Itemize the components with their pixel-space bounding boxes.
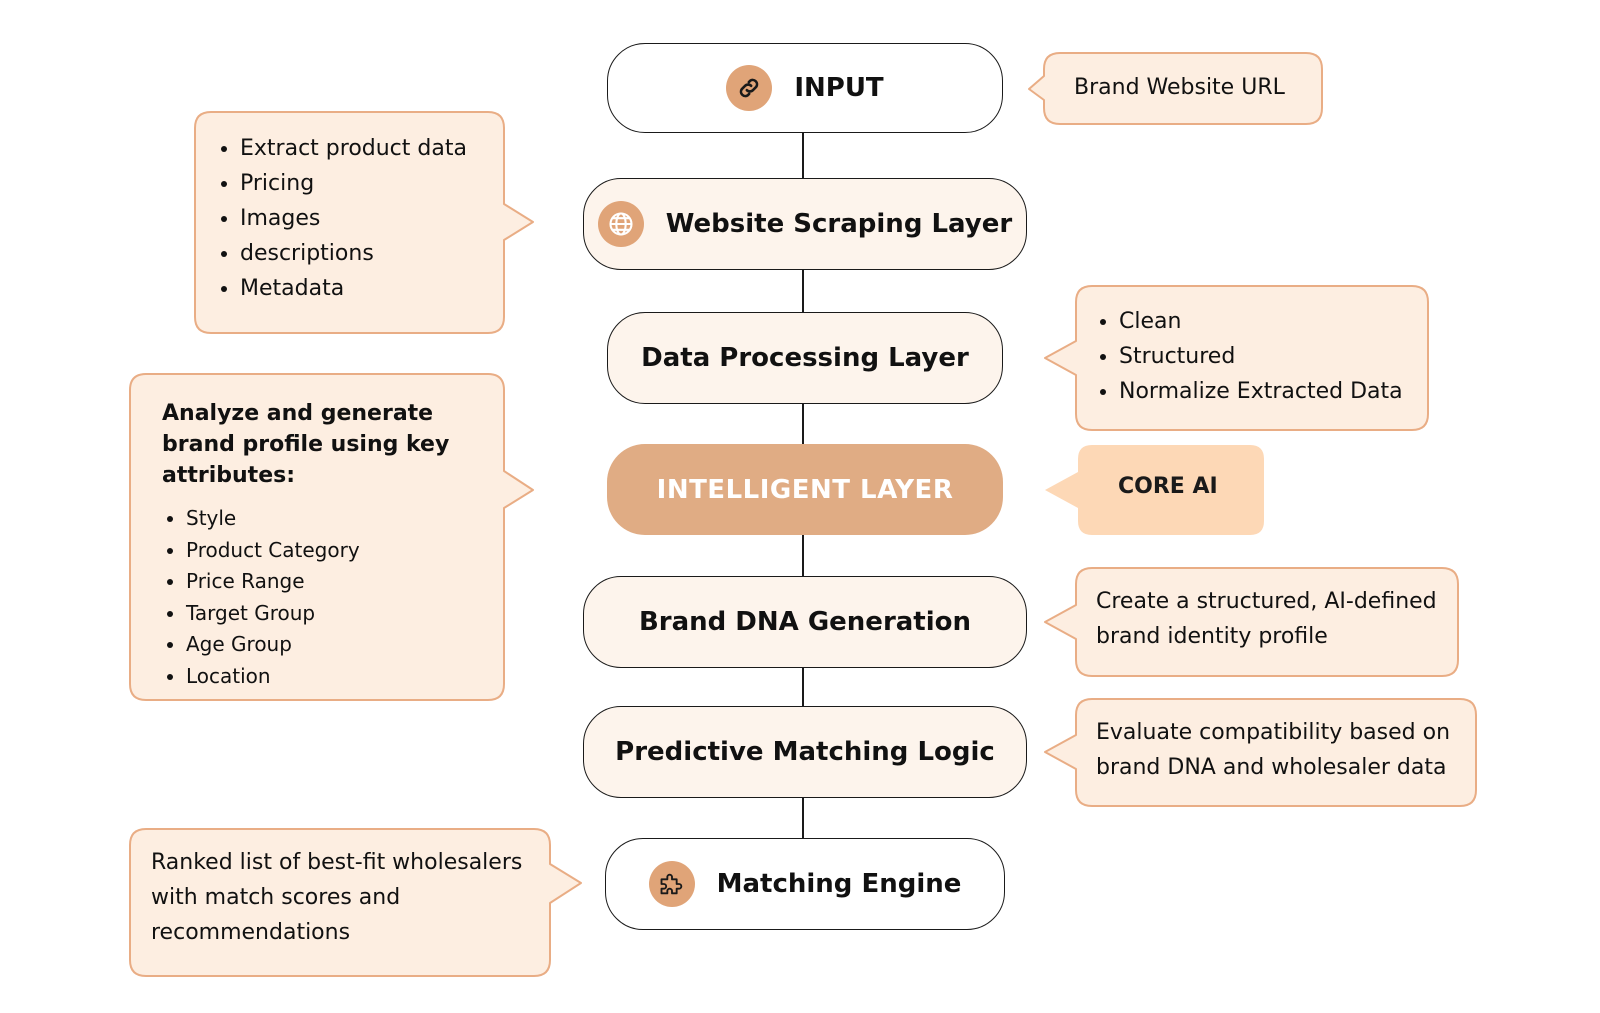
globe-icon (597, 201, 644, 247)
puzzle-icon (648, 861, 695, 907)
list-item: descriptions (240, 236, 496, 271)
callout-dna: Create a structured, AI-defined brand id… (1096, 584, 1451, 654)
node-matching-engine: Matching Engine (605, 838, 1005, 930)
list-item: Price Range (186, 566, 497, 598)
list-item: Pricing (240, 166, 496, 201)
node-data-processing: Data Processing Layer (607, 312, 1003, 404)
node-predictive-matching: Predictive Matching Logic (583, 706, 1027, 798)
callout-processing-shape (1044, 285, 1429, 431)
callout-predictive: Evaluate compatibility based on brand DN… (1096, 715, 1471, 785)
callout-predictive-text: Evaluate compatibility based on brand DN… (1096, 720, 1451, 780)
node-website-scraping-label: Website Scraping Layer (665, 209, 1013, 239)
callout-input-text: Brand Website URL (1074, 75, 1285, 100)
list-item: Age Group (186, 629, 497, 661)
callout-core-shape (1045, 445, 1264, 535)
node-matching-engine-label: Matching Engine (716, 869, 962, 899)
list-item: Normalize Extracted Data (1119, 374, 1425, 409)
node-input: INPUT (607, 43, 1003, 133)
node-website-scraping: Website Scraping Layer (583, 178, 1027, 270)
callout-intelligent: Analyze and generate brand profile using… (162, 398, 497, 692)
callout-engine-shape (129, 828, 582, 977)
callout-engine-text: Ranked list of best-fit wholesalers with… (151, 850, 523, 945)
node-predictive-matching-label: Predictive Matching Logic (615, 737, 995, 767)
list-item: Style (186, 503, 497, 535)
callout-dna-shape (1044, 567, 1459, 677)
callout-scraping-shape (194, 111, 534, 334)
list-item: Metadata (240, 271, 496, 306)
node-input-label: INPUT (794, 73, 884, 103)
node-intelligent-layer: INTELLIGENT LAYER (607, 444, 1003, 535)
callout-input: Brand Website URL (1074, 70, 1314, 105)
callout-dna-text: Create a structured, AI-defined brand id… (1096, 589, 1437, 649)
node-intelligent-layer-label: INTELLIGENT LAYER (656, 474, 954, 505)
node-brand-dna: Brand DNA Generation (583, 576, 1027, 668)
callout-predictive-shape (1044, 698, 1477, 807)
node-brand-dna-label: Brand DNA Generation (638, 607, 972, 637)
node-data-processing-label: Data Processing Layer (641, 343, 969, 373)
callout-engine: Ranked list of best-fit wholesalers with… (151, 845, 546, 950)
list-item: Structured (1119, 339, 1425, 374)
list-item: Images (240, 201, 496, 236)
callout-core-ai-text: CORE AI (1118, 474, 1218, 499)
callout-intelligent-heading: Analyze and generate brand profile using… (162, 401, 450, 488)
list-item: Target Group (186, 598, 497, 630)
callout-processing: Clean Structured Normalize Extracted Dat… (1095, 304, 1425, 409)
list-item: Product Category (186, 535, 497, 567)
callout-scraping: Extract product data Pricing Images desc… (216, 131, 496, 306)
list-item: Location (186, 661, 497, 693)
callout-input-shape (1028, 52, 1323, 125)
link-icon (726, 65, 773, 111)
list-item: Clean (1119, 304, 1425, 339)
list-item: Extract product data (240, 131, 496, 166)
callout-intelligent-shape (129, 373, 534, 701)
callout-core-ai: CORE AI (1118, 474, 1218, 499)
